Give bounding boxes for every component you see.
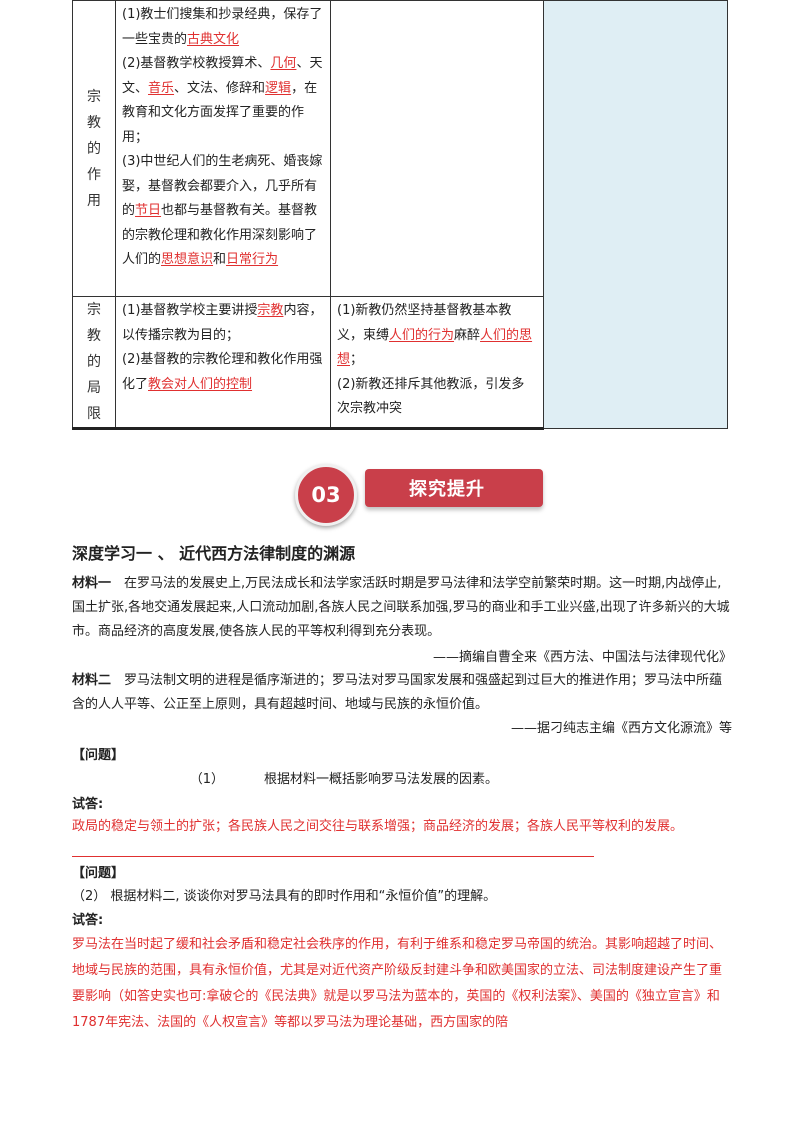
material-one: 材料一 在罗马法的发展史上,万民法成长和法学家活跃时期是罗马法律和法学空前繁荣时… (72, 572, 732, 644)
cell-paragraph: (2)基督教的宗教伦理和教化作用强化了教会对人们的控制 (122, 348, 324, 397)
section-heading: 深度学习一 、 近代西方法律制度的渊源 (72, 544, 356, 563)
cell-paragraph: (2)新教还排斥其他教派，引发多次宗教冲突 (337, 373, 537, 422)
cell-paragraph: (1)新教仍然坚持基督教基本教义，束缚人们的行为麻醉人们的思想； (337, 299, 537, 373)
material-two-label: 材料二 (72, 673, 112, 688)
answer-two-text: 罗马法在当时起了缓和社会矛盾和稳定社会秩序的作用，有利于维系和稳定罗马帝国的统治… (72, 937, 723, 1030)
role-newfaith-cell (330, 0, 544, 297)
keyword-underlined: 人们的行为 (389, 327, 455, 343)
question-one: （1） 根据材料一概括影响罗马法发展的因素。 (72, 768, 732, 792)
keyword-underlined: 思想意识 (161, 252, 214, 267)
table-row: 宗 教 的 作 用 (1)教士们搜集和抄录经典，保存了一些宝贵的古典文化(2)基… (72, 0, 728, 429)
answer-one-label: 试答: (72, 797, 104, 812)
cell-paragraph: (2)基督教学校教授算术、几何、天文、音乐、文法、修辞和逻辑，在教育和文化方面发… (122, 52, 324, 150)
cell-text: (2)基督教的宗教伦理和教化作用强化了 (122, 352, 323, 392)
row-header-role: 宗 教 的 作 用 (72, 0, 116, 297)
cell-text: (2)新教还排斥其他教派，引发多次宗教冲突 (337, 376, 525, 417)
limits-content-cell: (1)基督教学校主要讲授宗教内容，以传播宗教为目的；(2)基督教的宗教伦理和教化… (115, 296, 331, 430)
cell-text: ； (350, 352, 364, 367)
question-one-label: 【问题】 (72, 748, 125, 763)
cell-text: ，在教育和文化方面发挥了重要的作用； (122, 80, 318, 145)
banner-title-tag: 探究提升 (365, 469, 543, 507)
divider-line (72, 856, 594, 857)
role-content-cell: (1)教士们搜集和抄录经典，保存了一些宝贵的古典文化(2)基督教学校教授算术、几… (115, 0, 331, 297)
question-two-text: （2） 根据材料二, 谈谈你对罗马法具有的即时作用和“永恒价值”的理解。 (72, 889, 497, 904)
side-blank-cell (543, 0, 728, 429)
religion-table: 宗 教 的 作 用 (1)教士们搜集和抄录经典，保存了一些宝贵的古典文化(2)基… (72, 0, 728, 430)
keyword-underlined: 音乐 (148, 80, 175, 96)
material-two: 材料二 罗马法制文明的进程是循序渐进的；罗马法对罗马国家发展和强盛起到过巨大的推… (72, 669, 732, 717)
cell-paragraph: (1)教士们搜集和抄录经典，保存了一些宝贵的古典文化 (122, 3, 324, 52)
cell-text: (2)基督教学校教授算术、 (122, 56, 271, 71)
cell-text: 也都与基督教有关。基督教的宗教伦理和教化作用深刻影响了人们的 (122, 203, 318, 267)
material-two-source: ——据刁纯志主编《西方文化源流》等 (510, 721, 732, 736)
cell-text: (1)基督教学校主要讲授 (122, 303, 258, 318)
keyword-underlined: 几何 (270, 56, 297, 71)
material-one-label: 材料一 (72, 576, 112, 591)
keyword-underlined: 节日 (135, 203, 162, 218)
keyword-underlined: 教会对人们的控制 (148, 376, 253, 392)
question-one-number: （1） (189, 772, 224, 787)
keyword-underlined: 古典文化 (187, 31, 240, 47)
cell-paragraph: (1)基督教学校主要讲授宗教内容，以传播宗教为目的； (122, 299, 324, 348)
banner-number-badge: 03 (295, 464, 357, 526)
cell-text: 、天文、 (122, 56, 323, 96)
material-one-text: 在罗马法的发展史上,万民法成长和法学家活跃时期是罗马法律和法学空前繁荣时期。这一… (72, 576, 730, 639)
keyword-underlined: 人们的思想 (337, 327, 533, 368)
cell-text: 麻醉 (454, 327, 481, 343)
banner-title: 探究提升 (409, 479, 485, 500)
limits-newfaith-cell: (1)新教仍然坚持基督教基本教义，束缚人们的行为麻醉人们的思想；(2)新教还排斥… (330, 296, 544, 430)
cell-text: (1)教士们搜集和抄录经典，保存了一些宝贵的 (122, 7, 323, 47)
question-two-label: 【问题】 (72, 866, 125, 881)
cell-text: 和 (213, 252, 227, 267)
cell-text: 内容，以传播宗教为目的； (122, 303, 323, 343)
row-header-limits: 宗 教 的 局 限 (72, 296, 116, 430)
cell-text: 、文法、修辞和 (174, 80, 266, 96)
cell-paragraph: (3)中世纪人们的生老病死、婚丧嫁娶，基督教会都要介入，几乎所有的节日也都与基督… (122, 150, 324, 273)
section-banner: 探究提升 03 (295, 462, 545, 526)
answer-two-label: 试答: (72, 913, 104, 928)
cell-text: (3)中世纪人们的生老病死、婚丧嫁娶，基督教会都要介入，几乎所有的 (122, 154, 323, 218)
table-row: 宗 教 的 局 限 (1)基督教学校主要讲授宗教内容，以传播宗教为目的；(2)基… (72, 296, 728, 430)
cell-text: (1)新教仍然坚持基督教基本教义，束缚 (337, 303, 512, 343)
material-two-text: 罗马法制文明的进程是循序渐进的；罗马法对罗马国家发展和强盛起到过巨大的推进作用；… (72, 673, 723, 712)
keyword-underlined: 日常行为 (226, 252, 279, 267)
keyword-underlined: 逻辑 (265, 80, 292, 96)
material-one-source: ——摘编自曹全来《西方法、中国法与法律现代化》 (432, 650, 732, 665)
keyword-underlined: 宗教 (257, 303, 284, 318)
question-one-text: 根据材料一概括影响罗马法发展的因素。 (264, 772, 499, 787)
answer-one-text: 政局的稳定与领土的扩张；各民族人民之间交往与联系增强；商品经济的发展；各族人民平… (72, 819, 684, 834)
